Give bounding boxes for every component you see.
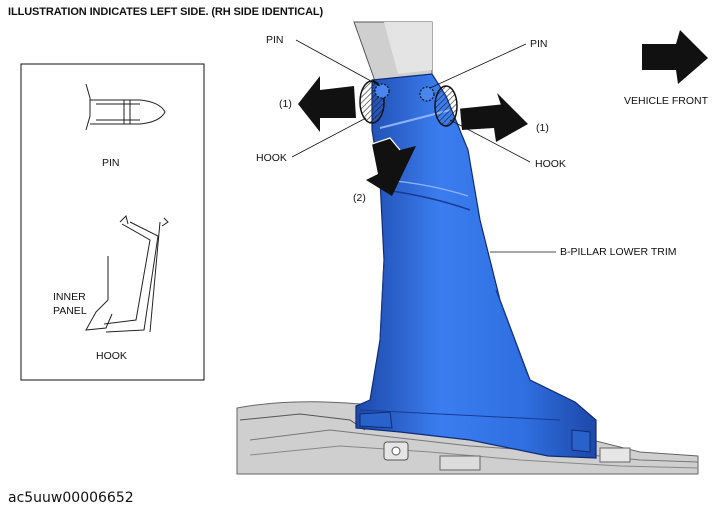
callout-hook-right: HOOK	[535, 158, 566, 170]
vehicle-front-arrow-icon	[642, 30, 708, 84]
inset-inner-panel-label-1: INNER	[53, 291, 86, 303]
detail-inset	[20, 63, 205, 381]
callout-pin-right: PIN	[530, 38, 548, 50]
image-code: ac5uuw00006652	[8, 490, 134, 506]
hook-detail-drawing	[85, 215, 169, 333]
callout-hook-left: HOOK	[256, 152, 287, 164]
callout-b-pillar-lower-trim: B-PILLAR LOWER TRIM	[560, 246, 677, 258]
inset-inner-panel-label-2: PANEL	[53, 305, 87, 317]
hook-right-clip	[434, 85, 458, 127]
arrow-1-left-icon	[298, 76, 356, 132]
illustration-title: ILLUSTRATION INDICATES LEFT SIDE. (RH SI…	[8, 6, 324, 18]
arrow-2-down-icon	[366, 138, 416, 196]
callout-vehicle-front: VEHICLE FRONT	[624, 95, 709, 107]
arrow-1-right-icon	[460, 92, 528, 142]
b-pillar-lower-trim	[355, 73, 597, 459]
inset-pin-label: PIN	[102, 157, 120, 169]
callout-step-2: (2)	[353, 192, 366, 204]
pin-left-clip	[374, 83, 390, 99]
callout-pin-left: PIN	[266, 34, 284, 46]
pin-detail-drawing	[85, 83, 166, 131]
callout-step-1-right: (1)	[536, 122, 549, 134]
callout-step-1-left: (1)	[279, 98, 292, 110]
pin-right-clip	[419, 86, 435, 102]
inset-hook-label: HOOK	[96, 350, 127, 362]
